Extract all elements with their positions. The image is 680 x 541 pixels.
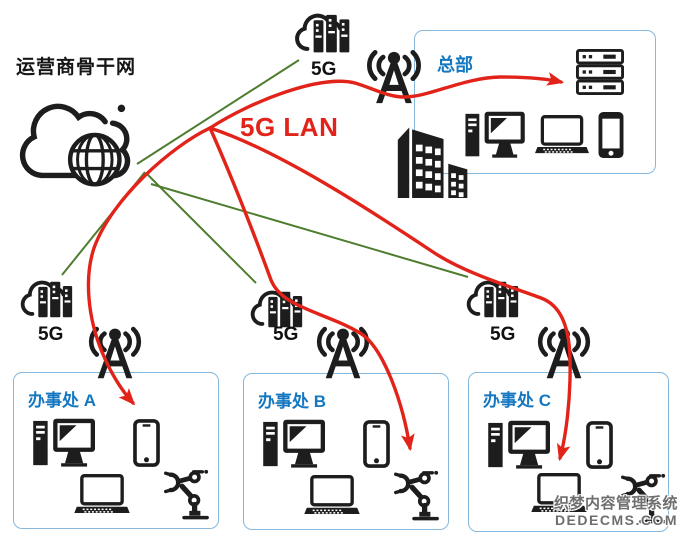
office-b-box: 办事处 B — [243, 373, 449, 530]
lan-label: 5G LAN — [240, 112, 339, 142]
office-b-robot-arm-icon — [387, 466, 441, 522]
cell-tower-a-icon — [84, 318, 146, 382]
office-b-phone-icon — [363, 420, 390, 468]
office-a-desktop-icon — [32, 419, 96, 469]
hq-phone-icon — [598, 111, 624, 159]
office-c-desktop-icon — [487, 421, 551, 471]
access-cloud-a-label: 5G — [38, 324, 64, 345]
cell-tower-top-icon — [362, 41, 426, 107]
hq-desktop-icon — [465, 112, 525, 160]
office-b-title: 办事处 B — [258, 392, 326, 411]
office-a-phone-icon — [133, 419, 160, 467]
watermark-line2: DEDECMS.COM — [554, 512, 678, 528]
office-c-title: 办事处 C — [483, 391, 551, 410]
office-a-laptop-icon — [72, 473, 132, 515]
office-b-laptop-icon — [302, 474, 362, 516]
green-link-office-b-cloud — [146, 173, 257, 284]
hq-buildings-icon — [397, 127, 468, 198]
access-cloud-c-label: 5G — [490, 324, 516, 345]
cell-tower-c-icon — [533, 318, 595, 382]
office-a-title: 办事处 A — [28, 391, 96, 410]
office-a-robot-arm-icon — [157, 465, 211, 521]
hq-laptop-icon — [533, 115, 591, 155]
access-cloud-c-icon — [466, 279, 521, 320]
office-a-box: 办事处 A — [13, 372, 219, 529]
cell-tower-b-icon — [312, 318, 374, 382]
backbone-label: 运营商骨干网 — [16, 57, 137, 78]
access-cloud-a-icon — [20, 279, 75, 320]
hq-title: 总部 — [437, 55, 473, 75]
watermark-line1: 织梦内容管理系统 — [553, 495, 678, 512]
office-b-desktop-icon — [262, 420, 326, 470]
office-c-phone-icon — [586, 421, 613, 469]
access-cloud-top-label: 5G — [311, 59, 337, 80]
server-rack-icon — [576, 49, 624, 95]
backbone-cloud-globe-icon — [12, 80, 150, 192]
watermark: 织梦内容管理系统 DEDECMS.COM — [552, 495, 678, 529]
access-cloud-top-icon — [292, 6, 362, 56]
access-cloud-b-label: 5G — [273, 324, 299, 345]
